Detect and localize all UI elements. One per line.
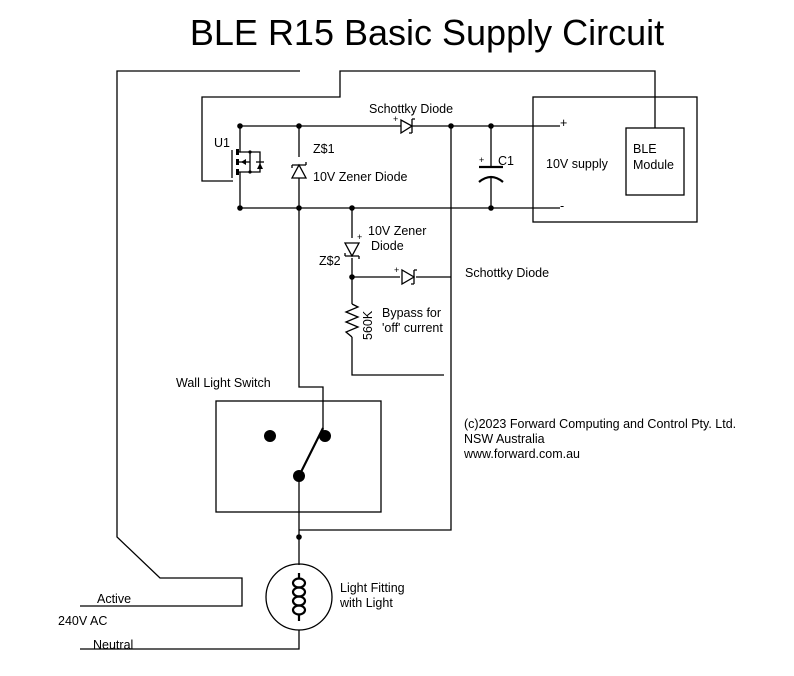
c1-plus: +	[479, 155, 484, 165]
u1-label: U1	[214, 136, 230, 150]
copyright-line-2: NSW Australia	[464, 432, 545, 446]
bypass-label-1: Bypass for	[382, 306, 441, 320]
ble-label: BLE	[633, 142, 657, 156]
z1-label: Z$1	[313, 142, 335, 156]
capacitor-c1	[478, 165, 504, 183]
wiring	[80, 70, 656, 650]
junction-dots	[237, 123, 494, 540]
bypass-label-2: 'off' current	[382, 321, 443, 335]
supply-minus: -	[560, 199, 564, 213]
wall-switch-box	[215, 400, 382, 513]
u1-mosfet-symbol	[231, 140, 264, 178]
c1-label: C1	[498, 154, 514, 168]
neutral-label: Neutral	[93, 638, 133, 652]
z1-description: 10V Zener Diode	[313, 170, 408, 184]
z2-description-2: Diode	[371, 239, 404, 253]
ble-module-label: Module	[633, 158, 674, 172]
resistor-value: 560K	[361, 310, 375, 340]
page-title: BLE R15 Basic Supply Circuit	[190, 12, 664, 53]
schottky-diode-top	[400, 118, 415, 135]
switch-lever	[298, 427, 324, 477]
wall-switch-label: Wall Light Switch	[176, 376, 271, 390]
schottky-top-label: Schottky Diode	[369, 102, 453, 116]
schottky-diode-mid	[401, 268, 417, 286]
switch-contact-left	[264, 430, 276, 442]
zener-diode-z2	[343, 242, 361, 259]
active-label: Active	[97, 592, 131, 606]
light-fitting-symbol	[265, 563, 333, 631]
schottky-top-plus: +	[393, 114, 398, 124]
copyright-line-1: (c)2023 Forward Computing and Control Pt…	[464, 417, 736, 431]
supply-plus: +	[560, 116, 567, 130]
z2-description-1: 10V Zener	[368, 224, 426, 238]
ble-module-box	[625, 127, 685, 196]
z2-plus: +	[357, 232, 362, 242]
supply-box	[532, 96, 698, 223]
light-label-2: with Light	[339, 596, 393, 610]
ac-label: 240V AC	[58, 614, 107, 628]
resistor-560k	[344, 303, 360, 338]
copyright-line-3: www.forward.com.au	[463, 447, 580, 461]
schottky-mid-label: Schottky Diode	[465, 266, 549, 280]
supply-label: 10V supply	[546, 157, 609, 171]
z2-label: Z$2	[319, 254, 341, 268]
schottky-mid-plus: +	[394, 265, 399, 275]
zener-diode-z1	[290, 162, 308, 179]
switch-contact-right	[319, 430, 331, 442]
light-label-1: Light Fitting	[340, 581, 405, 595]
